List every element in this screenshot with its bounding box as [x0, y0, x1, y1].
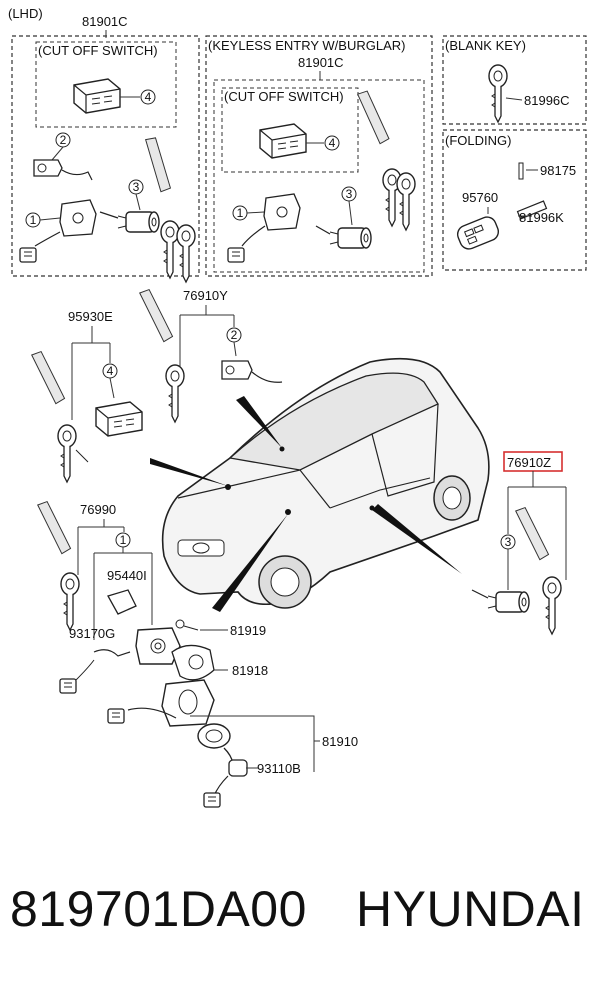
callout-4-left: 4 [145, 90, 152, 104]
folding-part-2: 81996K [519, 210, 564, 225]
label-81918: 81918 [232, 663, 268, 678]
folding-fob-icon [456, 216, 500, 250]
label-76990: 76990 [80, 502, 116, 517]
middle-title: (KEYLESS ENTRY W/BURGLAR) [208, 38, 405, 53]
blank-key-title: (BLANK KEY) [445, 38, 526, 53]
callout-3-middle: 3 [346, 187, 353, 201]
label-76910z: 76910Z [507, 455, 551, 470]
callout-2-left: 2 [60, 133, 67, 147]
callout-3-76910z: 3 [505, 535, 512, 549]
folding-title: (FOLDING) [445, 133, 511, 148]
footer: 819701DA00 HYUNDAI [0, 870, 600, 950]
callout-1-middle: 1 [237, 206, 244, 220]
label-81910: 81910 [322, 734, 358, 749]
folding-part-1: 95760 [462, 190, 498, 205]
group-76910z: 76910Z 3 [471, 451, 567, 635]
middle-sub-title: (CUT OFF SWITCH) [224, 89, 344, 104]
blank-key-part: 81996C [524, 93, 570, 108]
label-81919: 81919 [230, 623, 266, 638]
callout-4-95930e: 4 [107, 364, 114, 378]
group-ignition: 76990 1 95440I 93170G 81919 81918 [37, 499, 358, 808]
panel-folding: (FOLDING) 98175 95760 81996K [442, 129, 587, 271]
blank-key-icon [488, 64, 508, 123]
callout-3-left: 3 [133, 180, 140, 194]
leader-wedge-3 [212, 514, 288, 612]
folding-part-0: 98175 [540, 163, 576, 178]
callout-4-middle: 4 [329, 136, 336, 150]
group-76910y: 76910Y 2 [139, 287, 283, 423]
label-76910y: 76910Y [183, 288, 228, 303]
leader-wedge-1 [150, 458, 228, 486]
panel-middle: (KEYLESS ENTRY W/BURGLAR) 81901C (CUT OF… [205, 35, 433, 277]
callout-2-76910y: 2 [231, 328, 238, 342]
panel-blank-key: (BLANK KEY) 81996C [442, 35, 587, 125]
footer-part-number: 819701DA00 [10, 881, 307, 937]
label-93110b: 93110B [257, 761, 301, 776]
middle-part-number: 81901C [298, 55, 344, 70]
label-93170g: 93170G [69, 626, 115, 641]
car-illustration [161, 357, 490, 609]
leader-wedge-4 [372, 504, 462, 574]
leader-wedge-2 [236, 396, 282, 448]
region-label: (LHD) [8, 6, 43, 21]
callout-1-ignition: 1 [120, 533, 127, 547]
left-sub-title: (CUT OFF SWITCH) [38, 43, 158, 58]
group-95930e: 95930E 4 [31, 309, 143, 483]
callout-1-left: 1 [30, 213, 37, 227]
panel-left: 81901C (CUT OFF SWITCH) 4 2 3 1 [11, 14, 200, 283]
left-part-number: 81901C [82, 14, 128, 29]
footer-brand: HYUNDAI [356, 881, 585, 937]
label-95930e: 95930E [68, 309, 113, 324]
label-95440i: 95440I [107, 568, 147, 583]
